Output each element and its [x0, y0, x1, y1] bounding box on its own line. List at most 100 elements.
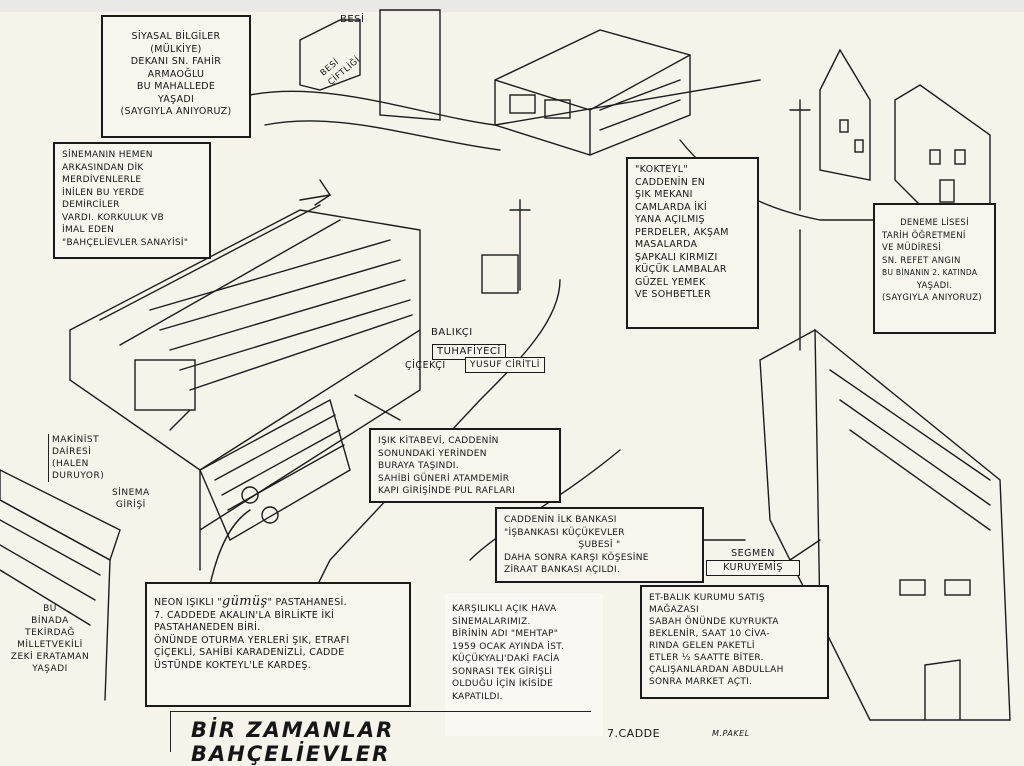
note-line: KÜÇÜK LAMBALAR [635, 264, 727, 275]
note-line: SAHİBİ GÜNERİ ATAMDEMİR [378, 473, 510, 484]
note-line: İNİLEN BU YERDE [62, 187, 145, 198]
note-line: DEMİRCİLER [62, 200, 120, 210]
pastane-name: gümüş [221, 594, 268, 609]
note-line: PASTAHANEDEN BİRİ. [154, 622, 261, 633]
note-line: DAHA SONRA KARŞI KÖŞESİNE [504, 552, 649, 563]
note-line: MERDİVENLERLE [62, 175, 142, 185]
note-et-balik-kurumu: ET-BALIK KURUMU SATIŞ MAĞAZASI SABAH ÖNÜ… [640, 585, 829, 699]
label-sinema-girisi: SİNEMA GİRİŞİ [112, 487, 150, 511]
note-line: BU BİNANIN 2. KATINDA [882, 268, 978, 277]
note-line: ŞUBESİ " [578, 540, 621, 550]
note-line: GÜZEL YEMEK [635, 276, 706, 288]
note-line: ŞIK MEKANI [635, 189, 693, 200]
note-line: (SAYGIYLA ANIYORUZ) [120, 106, 232, 117]
note-line: ETLER ½ SAATTE BİTER. [649, 653, 764, 663]
note-line: ZEKİ ERATAMAN [10, 652, 90, 662]
note-line: ÜSTÜNDE KOKTEYL'LE KARDEŞ. [154, 659, 312, 671]
note-line: YANA AÇILMIŞ [635, 214, 705, 225]
leader-arrows [169, 179, 821, 561]
note-line: DENEME LİSESİ [900, 218, 969, 228]
note-line: TEKİRDAĞ [25, 628, 75, 638]
note-line: BURAYA TAŞINDI. [378, 461, 459, 471]
open-air-cinema-sketch [69, 204, 421, 571]
note-line: MASALARDA [635, 239, 698, 250]
note-line: VE MÜDİRESİ [882, 243, 941, 253]
note-line: İMAL EDEN [62, 225, 115, 235]
note-line: ZİRAAT BANKASI AÇILDI. [504, 565, 621, 575]
utility-poles-sketch [481, 99, 811, 294]
note-line: DEKANI Sn. FAHİR [130, 56, 222, 67]
note-line: KÜÇÜKYALI'DAKİ FACİA [452, 654, 560, 664]
label-tekirdag-milletvekili: BU BİNADA TEKİRDAĞ MİLLETVEKİLİ ZEKİ ERA… [0, 603, 100, 675]
note-line: SİNEMANIN HEMEN [62, 150, 153, 160]
note-line: SONRASI TEK GİRİŞLİ [452, 666, 553, 677]
note-line: MAĞAZASI [649, 605, 699, 615]
note-line: ET-BALIK KURUMU SATIŞ [649, 593, 765, 603]
note-line: BU [43, 604, 57, 614]
besi-farm-sketch [299, 9, 441, 121]
note-line: DAİRESİ [52, 447, 92, 457]
note-line: ÇİÇEKLİ, SAHİBİ KARADENİZLİ, CADDE [154, 647, 345, 658]
note-line: NEON IŞIKLI "gümüş" PASTAHANESİ. [154, 594, 402, 610]
note-line: SİYASAL BİLGİLER [131, 31, 221, 42]
note-line: PERDELER, AKŞAM [635, 226, 729, 238]
note-line: "BAHÇELİEVLER SANAYİSİ" [62, 237, 189, 248]
title-banner: BİR ZAMANLAR BAHÇELİEVLER [170, 711, 591, 766]
note-line: CAMLARDA İKİ [635, 201, 708, 213]
note-gumus-pastahanesi: NEON IŞIKLI "gümüş" PASTAHANESİ. 7. CADD… [145, 582, 411, 707]
kokteyl-building-sketch [494, 29, 691, 156]
note-line: "İŞBANKASI KÜÇÜKEVLER [504, 527, 625, 538]
note-line: SONRA MARKET AÇTI. [649, 677, 753, 687]
note-line: BEKLENİR, SAAT 10 CİVA- [649, 629, 770, 639]
label-segmen: SEGMEN [731, 548, 775, 559]
note-isik-kitabevi: IŞIK KİTABEVİ, CADDENİN SONUNDAKİ YERİND… [369, 428, 561, 503]
note-line: SİNEMALARIMIZ. [452, 616, 531, 627]
label-makinist-dairesi: MAKİNİST DAİRESİ (HALEN DURUYOR) [48, 434, 104, 482]
note-line: CADDENİN EN [635, 176, 706, 188]
note-line: "KOKTEYL" [635, 164, 689, 175]
note-line: BİRİNİN ADI "MEHTAP" [452, 629, 559, 639]
note-line: BİNADA [31, 616, 69, 626]
note-acik-hava-sinemalari: KARŞILIKLI AÇIK HAVA SİNEMALARIMIZ. BİRİ… [445, 593, 603, 736]
note-line: CADDENİN İLK BANKASI [504, 515, 617, 525]
note-line: ŞAPKALI KIRMIZI [635, 251, 718, 263]
note-sinema-arkasi: SİNEMANIN HEMEN ARKASINDAN DİK MERDİVENL… [53, 142, 211, 259]
map-title: BİR ZAMANLAR BAHÇELİEVLER [191, 718, 395, 766]
note-line: (HALEN [52, 459, 89, 469]
scan-top-strip [0, 0, 1024, 12]
label-besi: BESİ [340, 14, 365, 25]
note-line: SİNEMA [112, 488, 150, 498]
note-line: ARKASINDAN DİK [62, 162, 144, 173]
note-line: SABAH ÖNÜNDE KUYRUKTA [649, 617, 779, 627]
note-line: VARDI. KORKULUK vb [62, 212, 164, 223]
note-text: " PASTAHANESİ. [267, 597, 347, 608]
artist-signature: M.PAKEL [712, 729, 750, 738]
note-deneme-lisesi: DENEME LİSESİ TARİH ÖĞRETMENİ VE MÜDİRES… [873, 203, 996, 334]
note-line: TARİH ÖĞRETMENİ [882, 230, 966, 241]
note-line: Sn. REFET ANGIN [882, 255, 961, 266]
label-segmen-kuruyemis: SEGMEN KURUYEMİŞ [706, 548, 800, 576]
note-text: NEON IŞIKLI " [154, 597, 222, 608]
note-line: GİRİŞİ [115, 500, 146, 510]
note-line: MİLLETVEKİLİ [17, 640, 83, 650]
note-line: BU MAHALLEDE [136, 81, 216, 92]
note-line: KAPATILDI. [452, 691, 503, 702]
note-line: YAŞADI. [916, 280, 953, 291]
note-line: MAKİNİST [52, 435, 100, 445]
street-label: 7.CADDE [607, 727, 661, 740]
note-line: RINDA GELEN PAKETLİ [649, 641, 755, 651]
note-isbankasi: CADDENİN İLK BANKASI "İŞBANKASI KÜÇÜKEVL… [495, 507, 704, 583]
deneme-lisesi-houses-sketch [819, 48, 991, 206]
note-line: KARŞILIKLI AÇIK HAVA [452, 604, 557, 614]
note-siyasal-bilgiler: SİYASAL BİLGİLER (MÜLKİYE) DEKANI Sn. FA… [101, 15, 251, 138]
label-kuruyemis: KURUYEMİŞ [706, 560, 800, 576]
note-line: SONUNDAKİ YERİNDEN [378, 448, 487, 459]
note-line: KAPI GİRİŞİNDE PUL RAFLARI [378, 486, 516, 496]
note-kokteyl: "KOKTEYL" CADDENİN EN ŞIK MEKANI CAMLARD… [626, 157, 759, 329]
note-line: (MÜLKİYE) [150, 43, 202, 55]
label-cicekci: ÇİÇEKÇİ [405, 360, 446, 371]
note-line: ÇALIŞANLARDAN ABDULLAH [649, 665, 784, 675]
note-line: DURUYOR) [52, 471, 105, 481]
tekirdag-building-sketch [0, 469, 121, 701]
note-line: (SAYGIYLA ANIYORUZ) [882, 293, 982, 303]
